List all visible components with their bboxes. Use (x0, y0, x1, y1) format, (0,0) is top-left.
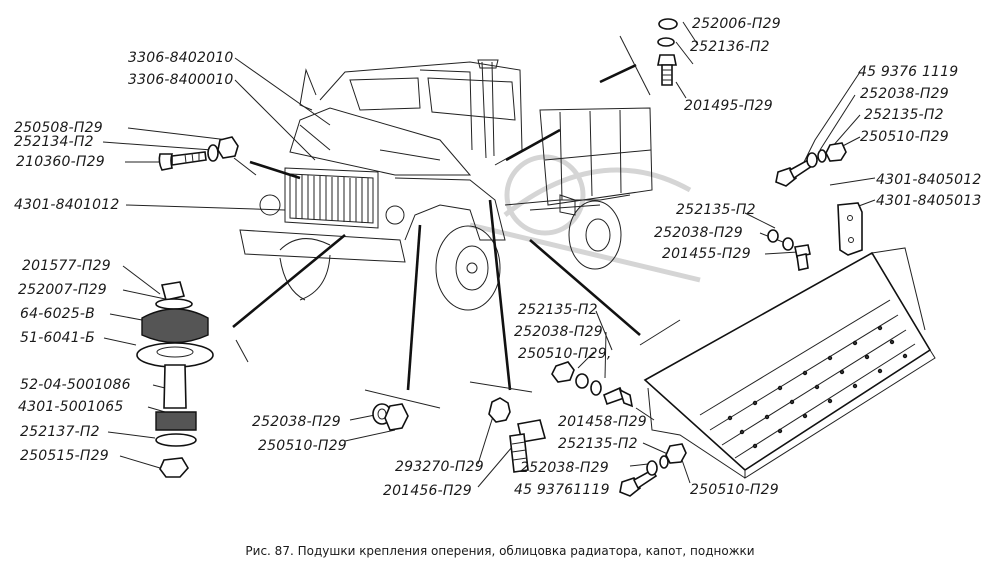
label-252038-p29-lower: 252038-П29 (252, 414, 341, 430)
step-bracket (837, 202, 863, 256)
washer-252135-top (817, 149, 827, 163)
label-250510-p29-top: 250510-П29 (860, 129, 949, 145)
label-64-6025-v: 64-6025-В (20, 306, 95, 322)
figure-caption: Рис. 87. Подушки крепления оперения, обл… (245, 544, 755, 558)
label-52-04-5001086: 52-04-5001086 (20, 377, 131, 393)
label-201577-p29: 201577-П29 (22, 258, 111, 274)
washer-252135-bottom (659, 455, 669, 469)
bolt-201456 (509, 419, 547, 473)
washer-252038-mid (782, 237, 794, 251)
label-252038-p29-center: 252038-П29 (514, 324, 603, 340)
label-51-6041-b: 51-6041-Б (20, 330, 95, 346)
nut-250510-bottom (665, 443, 687, 464)
nut-250510-mid (551, 361, 575, 383)
label-252134-p2: 252134-П2 (14, 134, 94, 150)
label-252136-p2: 252136-П2 (690, 39, 770, 55)
label-201495-p29: 201495-П29 (684, 98, 773, 114)
separator-strokes (233, 35, 681, 409)
label-4301-8405013: 4301-8405013 (876, 193, 982, 209)
label-250510-p29-center: 250510-П29, (518, 346, 612, 362)
washer-252038-bottom (646, 460, 658, 476)
label-252007-p29: 252007-П29 (18, 282, 107, 298)
label-252038-p29-mid: 252038-П29 (654, 225, 743, 241)
bolt-210360 (158, 151, 207, 171)
label-201455-p29: 201455-П29 (662, 246, 751, 262)
label-45-93761119-bottom: 45 93761119 (514, 482, 610, 498)
label-252135-p2-bottom: 252135-П2 (558, 436, 638, 452)
label-252038-p29-bottom: 252038-П29 (520, 460, 609, 476)
label-201458-p29: 201458-П29 (558, 414, 647, 430)
label-201456-p29: 201456-П29 (383, 483, 472, 499)
label-250515-p29: 250515-П29 (20, 448, 109, 464)
label-4301-8401012: 4301-8401012 (14, 197, 120, 213)
truck-illustration (239, 59, 653, 311)
nut-250508 (217, 136, 239, 159)
washer-252134 (207, 144, 219, 162)
watermark (469, 154, 701, 283)
label-252137-p2: 252137-П2 (20, 424, 100, 440)
washer-252006 (658, 18, 678, 30)
washer-293270 (488, 397, 511, 423)
radiator-grille-bars (295, 175, 369, 223)
label-252135-p2-top: 252135-П2 (864, 107, 944, 123)
label-4301-8405012: 4301-8405012 (876, 172, 982, 188)
washer-252038-center (575, 373, 589, 389)
leader-lines (102, 21, 876, 488)
mount-cushion-assembly (136, 281, 214, 478)
washer-252038-top (806, 152, 818, 168)
label-293270-p29: 293270-П29 (395, 459, 484, 475)
indicator-lines (232, 63, 641, 391)
label-252038-p29-top: 252038-П29 (860, 86, 949, 102)
label-4301-5001065: 4301-5001065 (18, 399, 124, 415)
bolt-459376-top (775, 158, 814, 187)
label-3306-8402010: 3306-8402010 (128, 50, 234, 66)
washer-252136 (657, 37, 675, 47)
nut-250510-lower (384, 403, 409, 431)
label-45-9376-1119-top: 45 9376 1119 (858, 64, 959, 80)
label-250510-p29-bottom: 250510-П29 (690, 482, 779, 498)
washer-252135-center (590, 380, 602, 396)
footboard-holes (727, 325, 908, 449)
label-250510-p29-lower: 250510-П29 (258, 438, 347, 454)
label-252135-p2-mid: 252135-П2 (676, 202, 756, 218)
label-252006-p29: 252006-П29 (692, 16, 781, 32)
label-250508-p29: 250508-П29 (14, 120, 103, 136)
bolt-201495 (657, 54, 677, 86)
label-210360-p29: 210360-П29 (16, 154, 105, 170)
footboard-step (643, 247, 936, 479)
bolt-201458 (603, 386, 634, 408)
bolt-201455 (794, 244, 811, 271)
washer-252135-mid (767, 229, 779, 243)
label-3306-8400010: 3306-8400010 (128, 72, 234, 88)
nut-250510-top (825, 142, 847, 162)
label-252135-p2-center: 252135-П2 (518, 302, 598, 318)
